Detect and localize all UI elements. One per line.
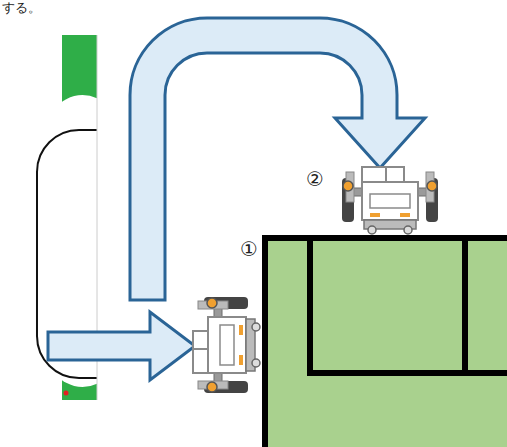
callout-number: ② <box>306 168 324 190</box>
caption-fragment: する。 <box>2 1 41 15</box>
callout-number: ① <box>240 238 258 260</box>
